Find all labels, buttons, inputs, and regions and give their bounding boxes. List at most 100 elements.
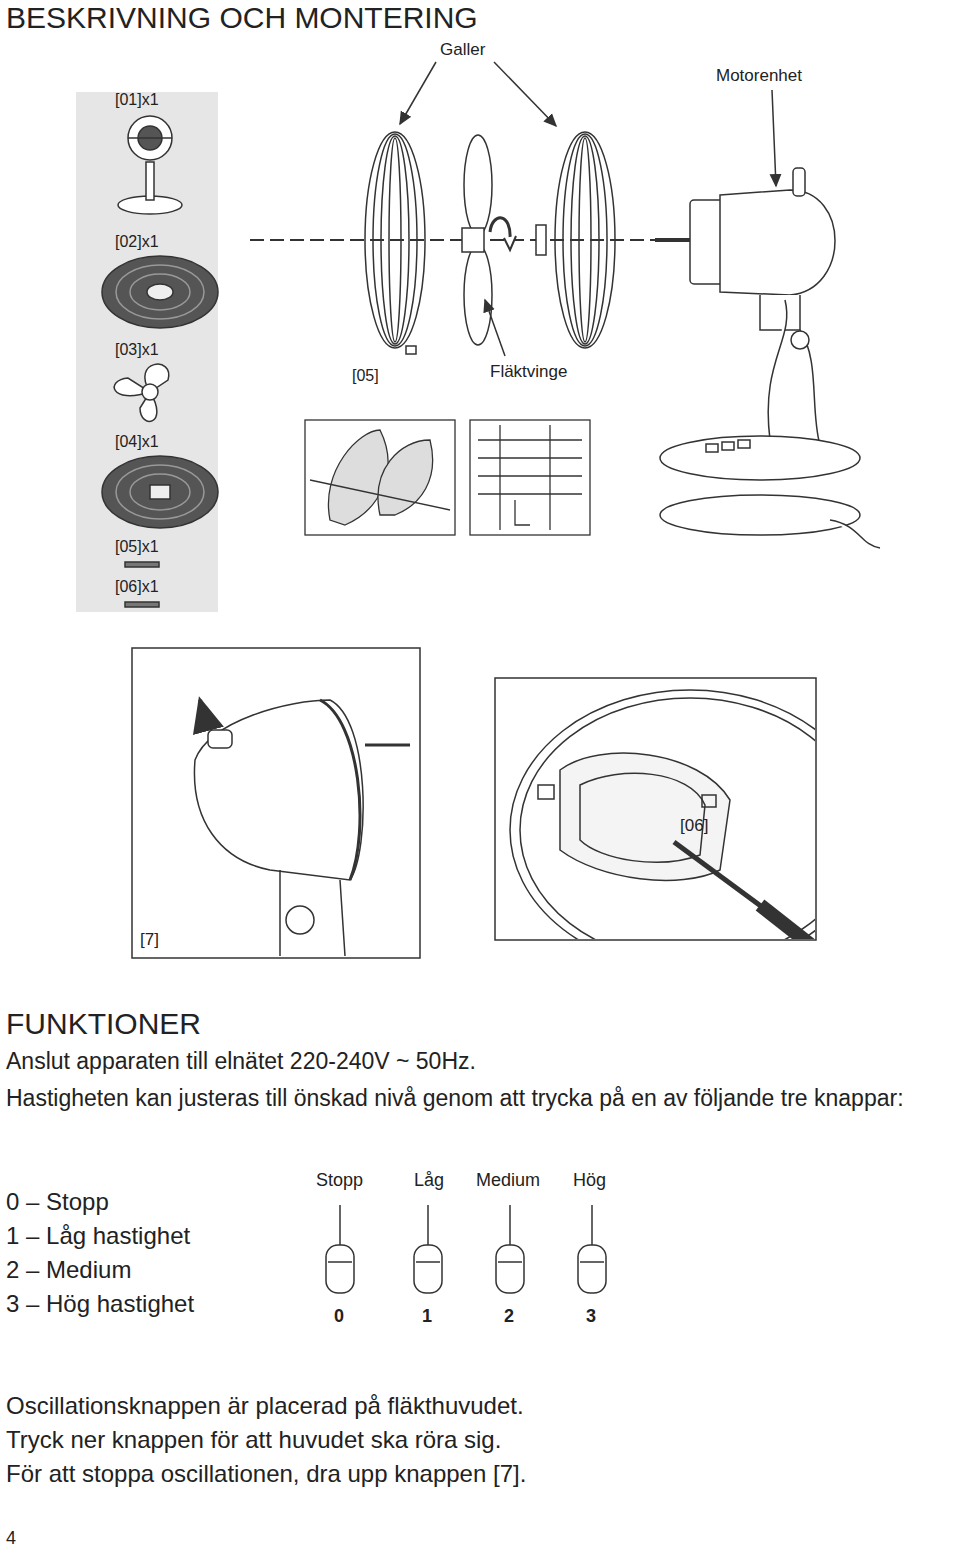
drawing-part (478, 439, 582, 440)
drawing-part (373, 134, 417, 346)
drawing-part (128, 116, 172, 160)
drawing-part (389, 138, 401, 342)
drawing-part (791, 331, 809, 349)
propeller (114, 364, 168, 421)
drawing-part (132, 648, 420, 958)
drawing-part (510, 690, 815, 939)
drawing-part (760, 295, 800, 330)
drawing-part (563, 134, 607, 346)
body-text: Tryck ner knappen för att huvudet ska rö… (6, 1426, 501, 1455)
button-label: Låg (414, 1170, 444, 1192)
drawing-part (378, 440, 433, 515)
drawing-part (414, 1245, 442, 1293)
callout-number: [06] (680, 816, 708, 836)
drawing-part (655, 238, 692, 242)
button-number: 2 (504, 1306, 514, 1328)
callout-number: [05] (352, 366, 379, 385)
drawing-part (146, 162, 154, 200)
drawing-part (147, 284, 173, 300)
drawing-part (320, 700, 360, 880)
drawing-part (579, 138, 591, 342)
drawing-part (496, 1245, 524, 1293)
drawing-part (381, 136, 409, 344)
drawing-part (102, 456, 218, 528)
drawing-part (498, 1261, 522, 1263)
drawing-part (510, 690, 815, 939)
screw (125, 602, 159, 607)
grill-disk (102, 456, 218, 528)
drawing-part (150, 485, 170, 499)
drawing-part (326, 1245, 354, 1293)
leader (494, 62, 556, 126)
drawing-part (194, 700, 363, 880)
body-text: Hastigheten kan justeras till önskad niv… (6, 1082, 955, 1114)
drawing-part (768, 300, 787, 440)
drawing-part (555, 132, 615, 348)
drawing-part (116, 465, 204, 519)
button-number: 3 (586, 1306, 596, 1328)
drawing-part (738, 440, 750, 448)
rear-grill (555, 132, 615, 348)
part-name: Motorenhet (716, 66, 802, 86)
drawing-part (722, 442, 734, 450)
drawing-part (462, 228, 484, 252)
parts-panel (76, 92, 218, 612)
drawing-part (200, 700, 206, 722)
exploded-view (250, 62, 880, 548)
body-text: Oscillationsknappen är placerad på fläkt… (6, 1392, 524, 1421)
page-number: 4 (6, 1528, 16, 1550)
drawing-part (706, 444, 718, 452)
page-heading: BESKRIVNING OCH MONTERING (6, 0, 478, 36)
drawing-part (560, 753, 730, 880)
part-name: Galler (440, 40, 485, 60)
drawing-part (478, 457, 582, 458)
drawing-part (464, 245, 492, 345)
drawing-part (286, 906, 314, 934)
drawing-part (549, 425, 550, 530)
leader (485, 300, 505, 356)
list-item: 0 – Stopp (6, 1188, 109, 1217)
part-number: [05]x1 (115, 537, 159, 556)
spinner (536, 225, 546, 255)
drawing-part (478, 475, 582, 476)
list-item: 2 – Medium (6, 1256, 131, 1285)
list-item: 3 – Hög hastighet (6, 1290, 194, 1319)
drawing-part (470, 420, 590, 535)
drawing-part (660, 436, 860, 480)
body-text: För att stoppa oscillationen, dra upp kn… (6, 1460, 526, 1489)
drawing-part (499, 425, 500, 530)
leader (772, 90, 776, 186)
speed-buttons (326, 1205, 606, 1293)
callout-number: [7] (140, 930, 159, 950)
drawing-part (130, 274, 190, 310)
drawing-part (208, 730, 232, 748)
part-number: [03]x1 (115, 340, 159, 359)
drawing-part (490, 218, 510, 240)
drawing-part (830, 520, 880, 548)
leader (400, 62, 436, 124)
body-text: Anslut apparaten till elnätet 220-240V ~… (6, 1048, 476, 1076)
drawing-part (578, 1245, 606, 1293)
drawing-part (702, 795, 716, 807)
drawing-part (142, 384, 158, 400)
oscillation-detail (132, 648, 420, 958)
drawing-part (328, 1261, 352, 1263)
drawing-part (116, 265, 204, 319)
drawing-part (130, 474, 190, 510)
base-detail (495, 678, 870, 970)
drawing-part (660, 495, 860, 535)
part-number: [02]x1 (115, 232, 159, 251)
drawing-part (464, 135, 492, 235)
drawing-part (305, 420, 455, 535)
drawing-part (478, 493, 582, 494)
button-number: 0 (334, 1306, 344, 1328)
drawing-part (760, 905, 815, 939)
drawing-part (580, 1261, 604, 1263)
drawing-part (128, 137, 172, 139)
drawing-part (520, 698, 815, 939)
drawing-part (538, 785, 554, 799)
drawing-part (406, 346, 416, 354)
drawing-part (76, 92, 218, 612)
part-number: [01]x1 (115, 90, 159, 109)
